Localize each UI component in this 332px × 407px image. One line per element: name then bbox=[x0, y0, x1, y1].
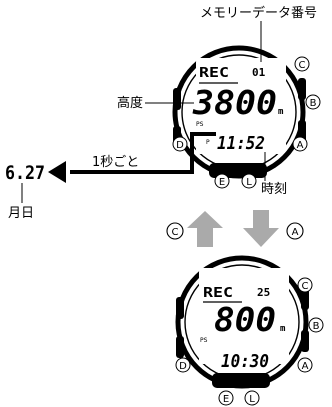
nav-c-button-marker bbox=[166, 222, 184, 240]
top-button-e-label: E bbox=[219, 177, 225, 188]
altitude-label: 高度 bbox=[117, 95, 143, 111]
nav-c-button-label: C bbox=[172, 227, 179, 238]
top-pm-indicator: P bbox=[206, 139, 210, 146]
top-watch: REC 01 3800 m PS P 11:52 C B A D E L bbox=[172, 45, 321, 189]
every-second-label: 1秒ごと bbox=[92, 154, 139, 170]
top-memory-number: 01 bbox=[252, 66, 266, 79]
top-altitude-value: 3800 bbox=[192, 83, 277, 122]
bottom-button-e-label: E bbox=[223, 394, 229, 405]
memory-number-label: メモリーデータ番号 bbox=[200, 5, 317, 21]
bottom-button-e-marker bbox=[218, 390, 234, 406]
bottom-button-a-marker bbox=[297, 357, 313, 373]
bottom-button-c-label: C bbox=[302, 281, 309, 292]
top-button-d-marker bbox=[172, 136, 188, 152]
top-button-b-marker bbox=[305, 94, 321, 110]
top-button-l-marker bbox=[241, 173, 257, 189]
top-button-e-marker bbox=[214, 173, 230, 189]
bottom-pusher-right-lower bbox=[301, 330, 309, 352]
bottom-pusher-left-lower bbox=[176, 336, 184, 358]
top-button-c-marker bbox=[294, 56, 310, 72]
top-button-l-label: L bbox=[246, 177, 252, 188]
top-pusher-right-upper bbox=[298, 78, 306, 100]
month-day-label: 月日 bbox=[8, 206, 34, 221]
bottom-button-d-label: D bbox=[179, 361, 187, 372]
bottom-lcd bbox=[199, 268, 289, 364]
time-label: 時刻 bbox=[261, 182, 287, 197]
bottom-button-b-label: B bbox=[313, 321, 320, 332]
bottom-rec-label: REC bbox=[203, 286, 233, 301]
date-value: 6.27 bbox=[5, 162, 45, 184]
arrow-up-icon bbox=[187, 211, 223, 247]
bottom-button-c-marker bbox=[297, 277, 313, 293]
top-button-a-marker bbox=[292, 136, 308, 152]
top-altitude-unit: m bbox=[278, 107, 284, 117]
top-ps-indicator: PS bbox=[196, 121, 204, 128]
bottom-button-b-marker bbox=[308, 317, 324, 333]
top-lcd bbox=[196, 58, 286, 154]
top-rec-label: REC bbox=[199, 66, 229, 81]
top-button-c-label: C bbox=[299, 60, 306, 71]
bottom-altitude-value: 800 bbox=[214, 300, 276, 339]
bottom-pusher-right-upper bbox=[301, 288, 309, 310]
bottom-altitude-unit: m bbox=[280, 324, 286, 334]
top-time-value: 11:52 bbox=[217, 133, 265, 154]
bottom-time-value: 10:30 bbox=[221, 351, 269, 372]
arrow-down-icon bbox=[243, 210, 279, 247]
bottom-memory-number: 25 bbox=[257, 286, 270, 299]
every-second-flow-line bbox=[70, 132, 216, 174]
bottom-button-l-label: L bbox=[249, 394, 255, 405]
top-button-b-label: B bbox=[310, 98, 317, 109]
bottom-button-a-label: A bbox=[302, 361, 309, 372]
bottom-watch: REC 25 800 m PS 10:30 C B A D E L bbox=[175, 255, 324, 406]
top-pusher-left-upper bbox=[173, 88, 181, 110]
arrow-left-icon bbox=[48, 161, 66, 183]
bottom-watch-lug bbox=[212, 373, 270, 388]
bottom-ps-indicator: PS bbox=[200, 337, 208, 344]
bottom-pusher-left-upper bbox=[176, 297, 184, 319]
bottom-button-l-marker bbox=[244, 390, 260, 406]
top-button-a-label: A bbox=[297, 140, 304, 151]
bottom-button-d-marker bbox=[175, 357, 191, 373]
top-button-d-label: D bbox=[176, 140, 184, 151]
nav-a-button-label: A bbox=[292, 227, 299, 238]
nav-a-button-marker bbox=[286, 222, 304, 240]
